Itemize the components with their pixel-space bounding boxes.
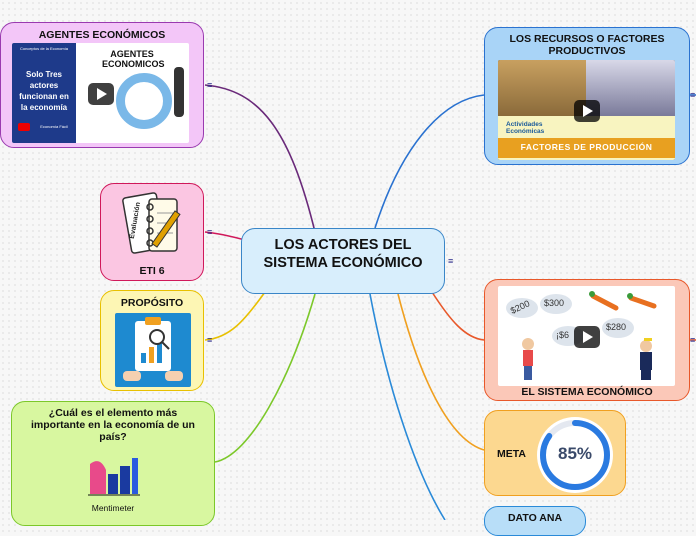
proposito-notes-icon[interactable]: ≡ [207,335,213,345]
node-sistema-economico[interactable]: $200 $300 $280 ¡$6 EL SISTEMA ECONÓMICO [484,279,690,401]
agentes-video-thumbnail[interactable]: Conceptos de la Economía Solo Tres actor… [12,43,189,143]
clipboard-chart-icon [115,313,191,387]
proposito-title: PROPÓSITO [120,297,184,309]
video-brand-text: Actividades Económicas [506,121,545,135]
node-recursos-factores[interactable]: LOS RECURSOS O FACTORES PRODUCTIVOS Acti… [484,27,690,165]
meta-progress-ring: 85% [537,417,613,493]
central-topic[interactable]: LOS ACTORES DEL SISTEMA ECONÓMICO [241,228,445,294]
mentimeter-logo-icon [88,454,140,502]
video-caption-bar [498,138,675,158]
sistema-video-thumbnail[interactable]: $200 $300 $280 ¡$6 [498,286,675,386]
connector-lines [204,84,696,520]
central-topic-title: LOS ACTORES DEL SISTEMA ECONÓMICO [263,237,423,271]
cycle-arrows-icon [116,73,172,129]
agentes-title: AGENTES ECONÓMICOS [38,29,166,41]
node-eti-6[interactable]: Evaluación ETI 6 [100,183,204,281]
price-label-3: $280 [606,322,627,332]
video-top-text: Conceptos de la Economía [19,46,69,51]
video-photo-left [498,60,586,116]
evaluation-notebook-icon: Evaluación [119,191,183,259]
video-bottom-text: Economía Fácil [40,124,68,129]
meta-title: META [497,448,526,460]
price-label-4: ¡$6 [556,330,570,340]
video-caption-text: FACTORES DE PRODUCCIÓN [520,142,653,152]
central-notes-icon[interactable]: ≡ [448,256,454,266]
video-photo-right [586,60,675,116]
agentes-notes-icon[interactable]: ≡ [207,80,213,90]
meta-percent-label: 85% [557,444,593,463]
recursos-title: LOS RECURSOS O FACTORES PRODUCTIVOS [509,33,665,57]
pregunta-title: ¿Cuál es el elemento más importante en l… [31,407,195,443]
sistema-title: EL SISTEMA ECONÓMICO [521,386,653,398]
video-right-text: AGENTES ECONOMICOS [102,49,165,69]
node-agentes-economicos[interactable]: AGENTES ECONÓMICOS Conceptos de la Econo… [0,22,204,148]
node-meta[interactable]: META 85% [484,410,626,496]
play-button-icon[interactable] [574,326,600,348]
recursos-video-thumbnail[interactable]: Actividades Económicas FACTORES DE PRODU… [498,60,675,160]
dato-title: DATO ANA [507,512,563,524]
youtube-icon [18,123,30,131]
play-button-icon[interactable] [574,100,600,122]
price-bubbles-illustration [506,291,657,380]
price-label-2: $300 [544,298,565,308]
eti-title: ETI 6 [139,265,165,277]
node-pregunta[interactable]: ¿Cuál es el elemento más importante en l… [11,401,215,526]
node-proposito[interactable]: PROPÓSITO [100,290,204,391]
play-button-icon[interactable] [88,83,114,105]
mentimeter-logo-text: Mentimeter [91,503,135,513]
recursos-notes-icon[interactable]: ≡ [690,90,696,100]
person-icon [174,67,184,117]
node-dato-ana[interactable]: DATO ANA [484,506,586,536]
video-left-text: Solo Tres actores funcionan en la econom… [19,70,69,112]
sistema-notes-icon[interactable]: ≡ [690,335,696,345]
eti-notes-icon[interactable]: ≡ [207,227,213,237]
